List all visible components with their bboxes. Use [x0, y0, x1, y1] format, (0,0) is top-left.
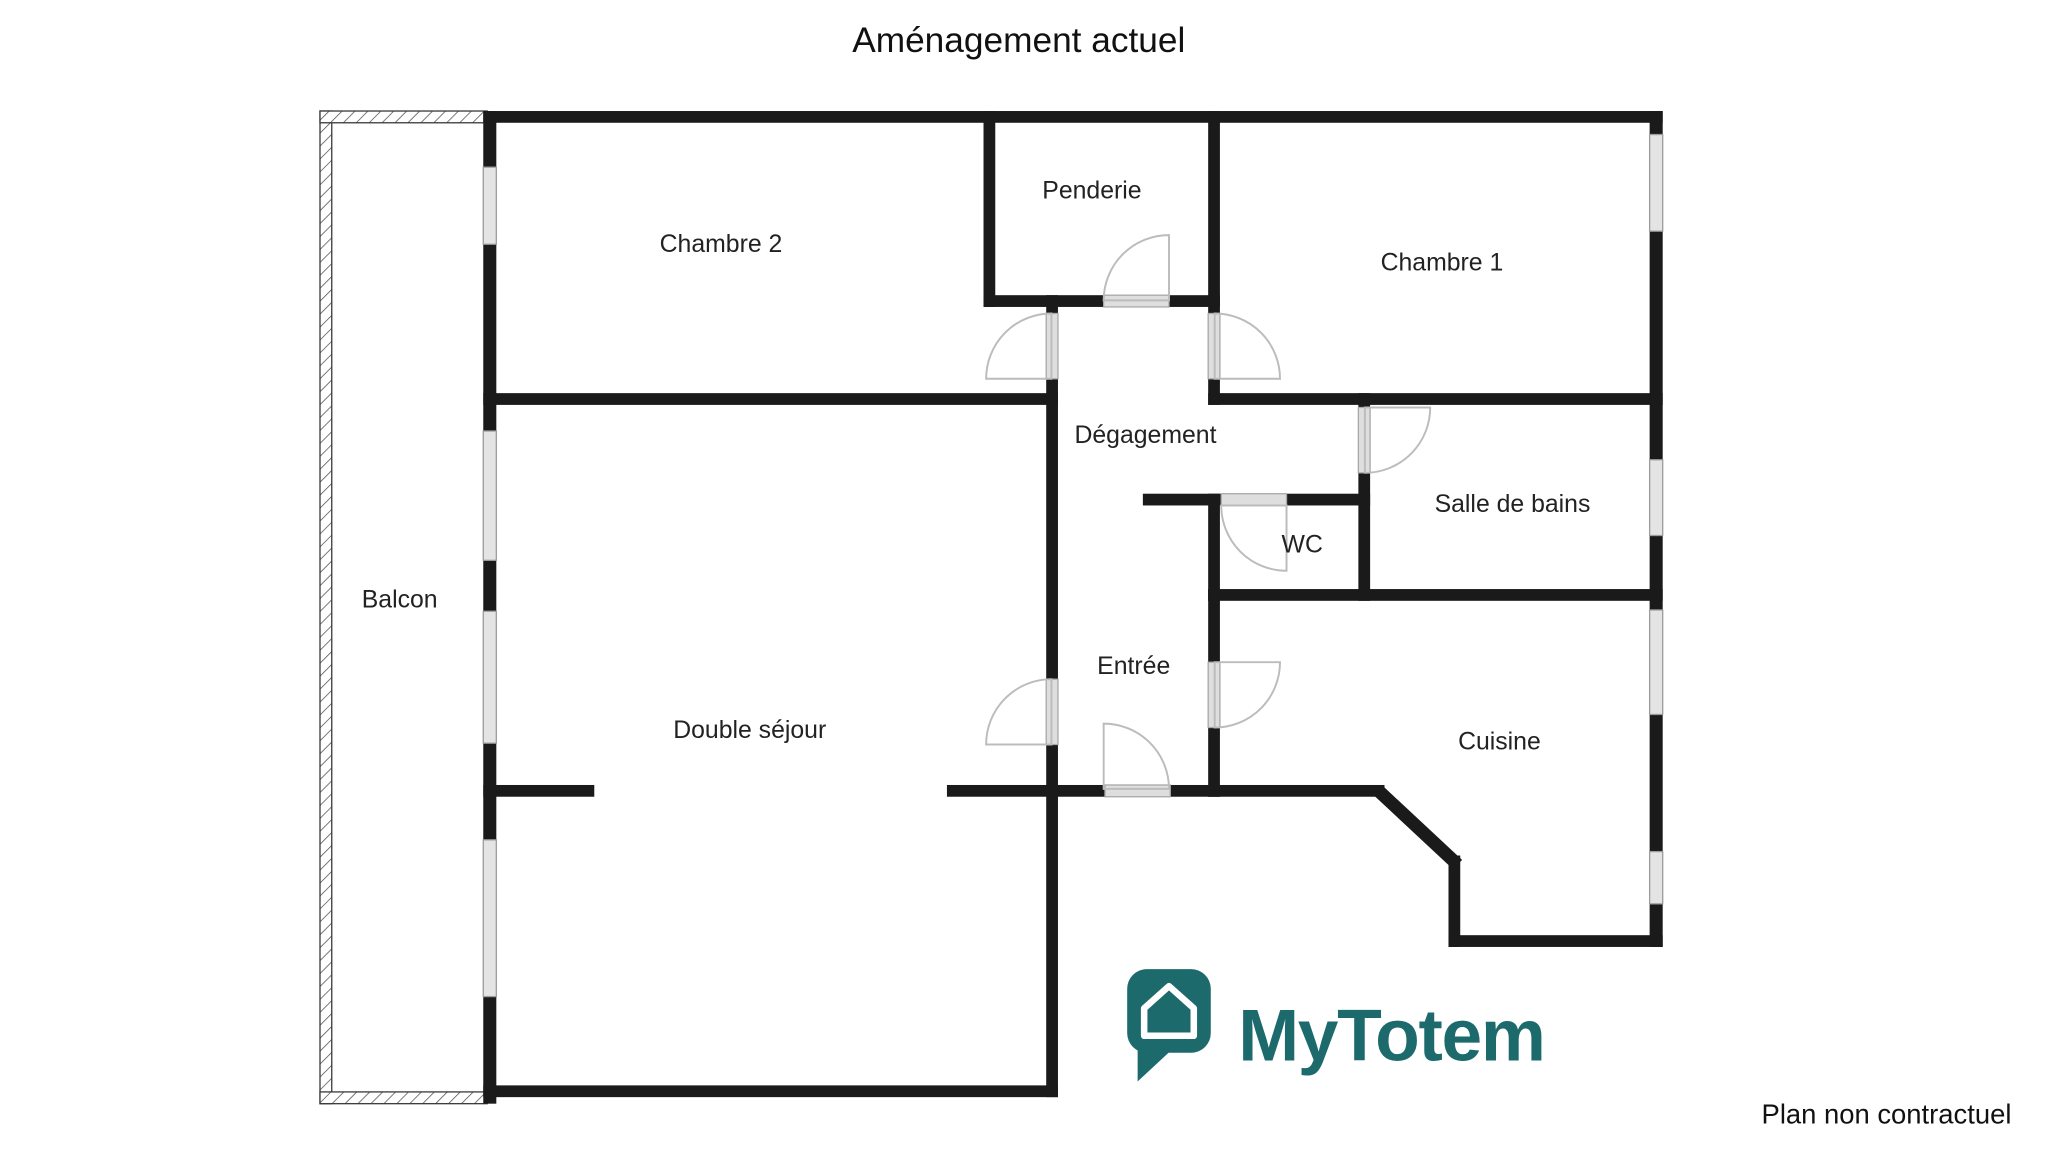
room-label-cuisine: Cuisine: [1458, 729, 1541, 756]
wall-segment: [1208, 589, 1663, 601]
wall-segment: [983, 295, 1220, 307]
wall-segment: [1448, 855, 1461, 947]
wall-segment: [483, 111, 1663, 123]
room-label-salle-de-bains: Salle de bains: [1435, 491, 1591, 518]
room-label-penderie: Penderie: [1042, 178, 1141, 205]
wall-segment: [1208, 393, 1663, 405]
door-opening: [1104, 784, 1171, 798]
wall-segment: [1208, 111, 1220, 405]
door-arc-salle-de-bains: [1363, 406, 1432, 474]
page-title: Aménagement actuel: [852, 21, 1185, 60]
door-arc-chambre1: [1213, 312, 1281, 380]
wall-segment-diagonal: [1374, 786, 1463, 870]
door-arcs: [985, 234, 1432, 790]
room-labels: Balcon Chambre 2 Penderie Chambre 1 Déga…: [362, 178, 1591, 756]
hatched-wall-top: [319, 110, 488, 124]
door-arc-sejour: [985, 678, 1053, 746]
room-label-chambre2: Chambre 2: [660, 231, 783, 258]
door-opening: [1220, 493, 1288, 507]
logo-house-outline: [1140, 982, 1198, 1040]
brand-name: MyTotem: [1238, 996, 1544, 1077]
window: [1648, 459, 1664, 537]
room-label-wc: WC: [1282, 531, 1323, 558]
window: [482, 166, 497, 245]
hatched-wall-left: [319, 110, 333, 1105]
room-label-degagement: Dégagement: [1074, 422, 1216, 449]
room-label-balcon: Balcon: [362, 586, 438, 613]
window: [482, 839, 497, 998]
window: [1648, 609, 1664, 716]
window: [482, 430, 497, 561]
room-label-entree: Entrée: [1097, 653, 1170, 680]
door-arc-wc: [1220, 504, 1288, 572]
room-label-chambre1: Chambre 1: [1381, 249, 1504, 276]
wall-segment: [1208, 493, 1220, 601]
wall-segment: [1448, 935, 1663, 947]
door-arc-entree: [1102, 722, 1170, 790]
logo-bubble: [1127, 969, 1211, 1053]
wall-segment: [483, 784, 595, 797]
logo-bubble-tail: [1137, 1031, 1175, 1082]
room-label-double-sejour: Double séjour: [673, 717, 826, 744]
window: [1648, 850, 1664, 905]
wall-segment: [983, 111, 996, 307]
window: [482, 610, 497, 744]
wall-segment: [483, 1085, 1058, 1098]
brand-logo: MyTotem: [1127, 969, 1546, 1082]
wall-segment: [1208, 784, 1385, 797]
wall-segment: [946, 784, 1220, 797]
wall-segment: [483, 393, 1058, 405]
house-speech-bubble-icon: [1127, 969, 1211, 1082]
door-arc-penderie: [1102, 234, 1170, 302]
hatched-wall-bottom: [319, 1091, 488, 1105]
balcony-hatched-walls: [319, 110, 488, 1105]
windows: [482, 133, 1664, 998]
door-arc-chambre2: [985, 312, 1053, 380]
window: [1648, 133, 1664, 232]
footer-note: Plan non contractuel: [1762, 1098, 2012, 1129]
door-arc-cuisine: [1213, 661, 1281, 729]
